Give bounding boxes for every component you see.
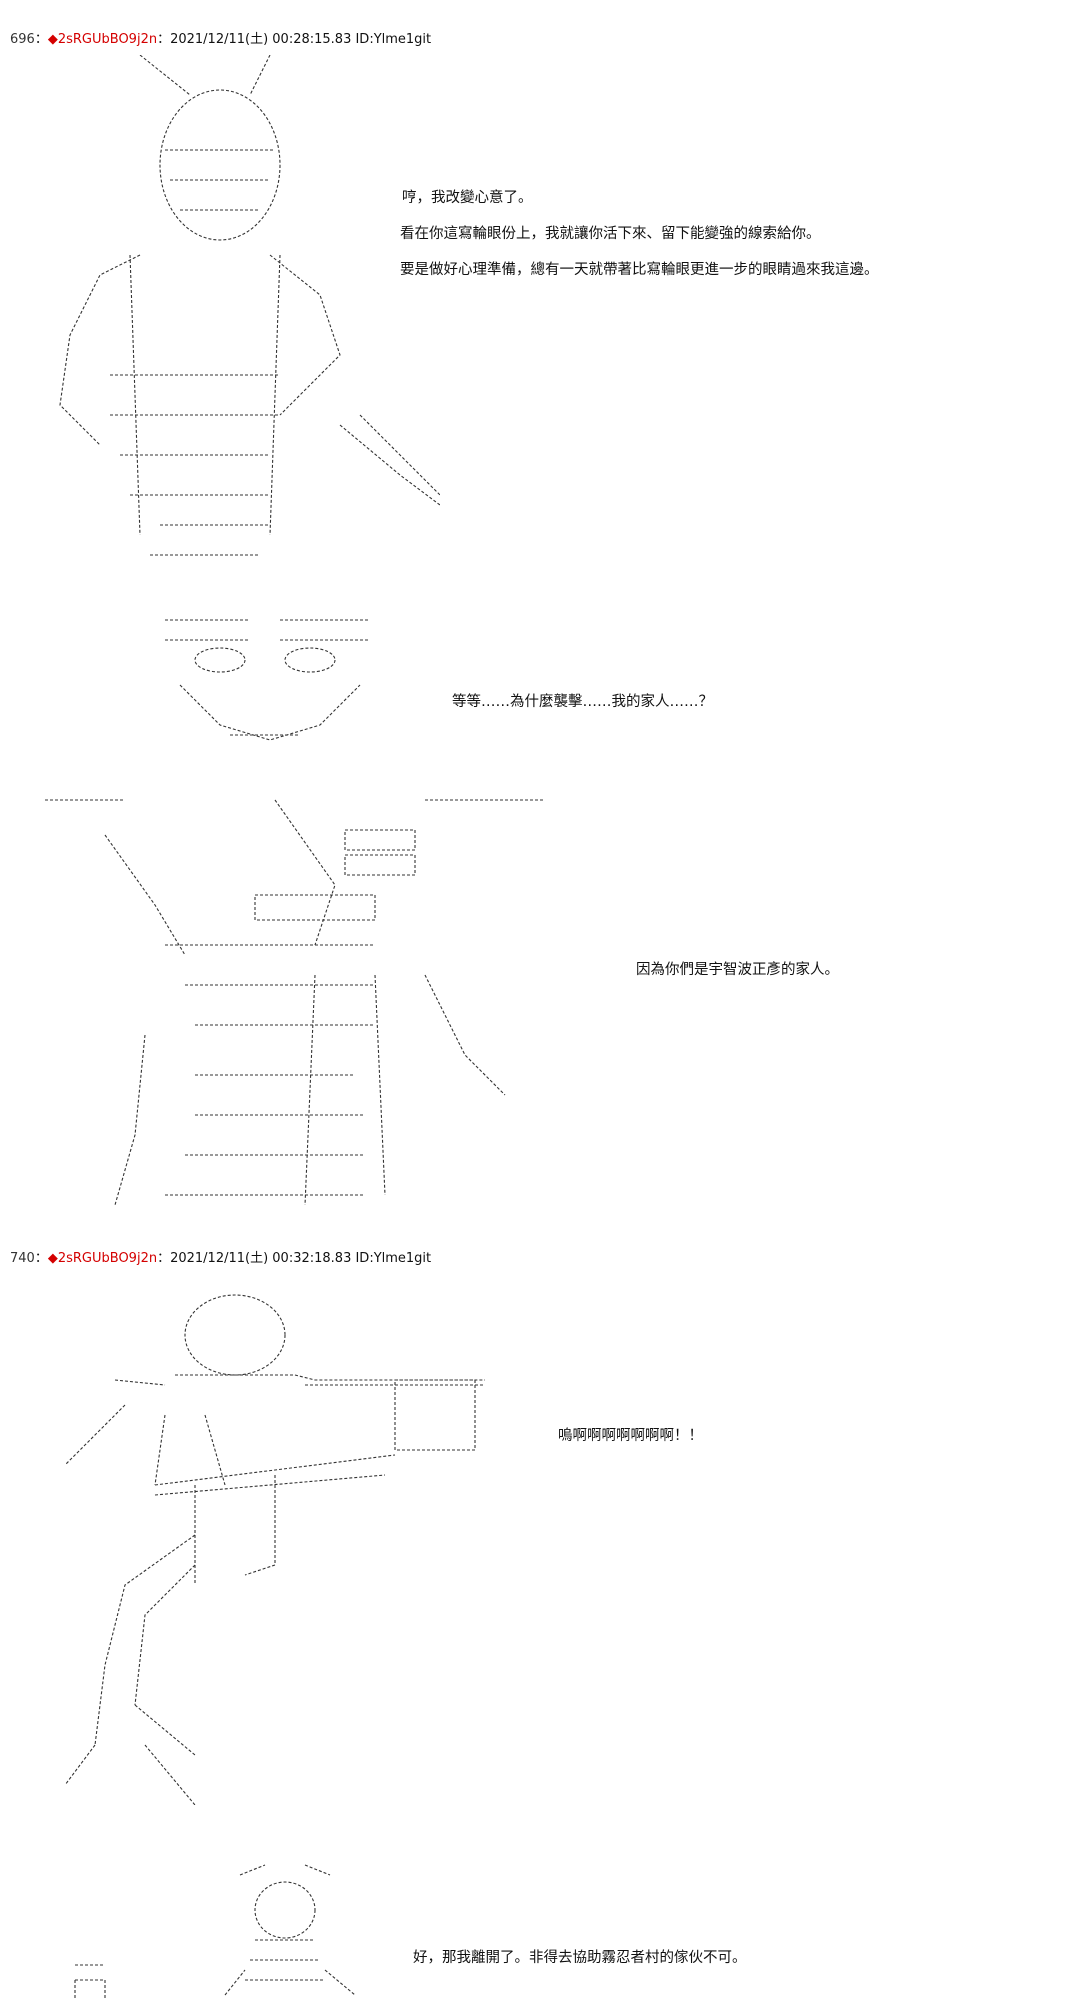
post-datetime-id: ：2021/12/11(土) 00:32:18.83 ID:Ylme1git: [157, 1251, 432, 1266]
dialogue-text: 要是做好心理準備，總有一天就帶著比寫輪眼更進一步的眼睛過來我這邊。: [400, 262, 879, 278]
post-separator: ：: [34, 1251, 48, 1266]
ascii-art-figure-with-gun: [45, 1285, 495, 1805]
ascii-art-shocked-face: [160, 615, 380, 750]
dialogue-text: 看在你這寫輪眼份上，我就讓你活下來、留下能變強的線索給你。: [400, 226, 821, 242]
ascii-art-small-figures: [65, 1855, 365, 2000]
trip-code[interactable]: 2sRGUbBO9j2n: [57, 32, 158, 47]
dialogue-text: 哼，我改變心意了。: [402, 190, 533, 206]
post-header: 740：◆2sRGUbBO9j2n：2021/12/11(土) 00:32:18…: [10, 1247, 431, 1266]
post-number: 696: [10, 32, 35, 47]
post-datetime-id: ：2021/12/11(土) 00:28:15.83 ID:Ylme1git: [157, 32, 432, 47]
post-number: 740: [10, 1251, 35, 1266]
ascii-art-masked-figure: [40, 55, 440, 570]
dialogue-text: 好，那我離開了。非得去協助霧忍者村的傢伙不可。: [413, 1950, 747, 1966]
dialogue-text: 因為你們是宇智波正彥的家人。: [636, 962, 839, 978]
trip-diamond-icon: ◆: [47, 1251, 58, 1266]
post-header: 696：◆2sRGUbBO9j2n：2021/12/11(土) 00:28:15…: [10, 28, 431, 47]
post-separator: ：: [34, 32, 48, 47]
trip-diamond-icon: ◆: [47, 32, 58, 47]
dialogue-text: 嗚啊啊啊啊啊啊啊！！: [558, 1428, 703, 1444]
dialogue-text: 等等……為什麼襲擊……我的家人……？: [452, 694, 713, 710]
trip-code[interactable]: 2sRGUbBO9j2n: [57, 1251, 158, 1266]
ascii-art-armored-figure: [45, 795, 545, 1215]
